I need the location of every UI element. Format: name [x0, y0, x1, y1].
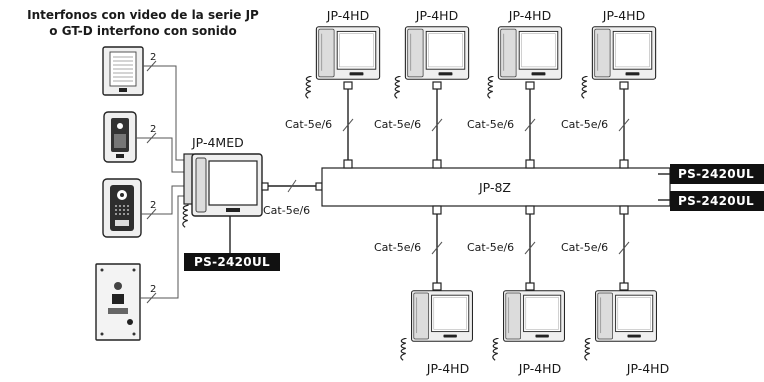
master-handset-cord	[182, 204, 190, 228]
heading-line-1: Interfonos con video de la serie JP	[27, 8, 259, 22]
top-monitor-3: JP-4HD Cat-5e/6	[467, 8, 563, 169]
wire-count-1: 2	[150, 52, 156, 63]
master-label: JP-4MED	[191, 135, 244, 150]
master-station	[183, 153, 263, 217]
hub-unit	[321, 167, 671, 207]
power-supply-hub-1	[670, 164, 764, 184]
top-monitor-1: JP-4HD Cat-5e/6	[285, 8, 381, 169]
door-wire-4	[140, 195, 186, 299]
bottom-monitor-2-cable: Cat-5e/6	[467, 241, 514, 254]
bottom-monitor-3: Cat-5e/6 JP-4HD	[561, 205, 669, 376]
top-monitor-2-label: JP-4HD	[415, 8, 458, 23]
bottom-monitor-3-cable: Cat-5e/6	[561, 241, 608, 254]
wire-count-3: 2	[150, 200, 156, 211]
door-station-4	[95, 263, 141, 341]
power-supply-hub-1-label: PS-2420UL	[678, 167, 754, 181]
power-supply-master	[184, 253, 280, 271]
hub-label: JP-8Z	[478, 180, 511, 195]
bottom-monitor-1-cable: Cat-5e/6	[374, 241, 421, 254]
door-station-1	[102, 46, 144, 96]
top-monitor-3-cable: Cat-5e/6	[467, 118, 514, 131]
bottom-monitor-3-label: JP-4HD	[626, 361, 669, 376]
top-monitor-4-cable: Cat-5e/6	[561, 118, 608, 131]
top-monitor-1-cable: Cat-5e/6	[285, 118, 332, 131]
door-wire-3	[141, 185, 186, 215]
wire-count-2: 2	[150, 124, 156, 135]
top-monitor-4-label: JP-4HD	[602, 8, 645, 23]
top-monitor-4: JP-4HD Cat-5e/6	[561, 8, 657, 169]
power-supply-hub-2-label: PS-2420UL	[678, 194, 754, 208]
top-monitor-3-label: JP-4HD	[508, 8, 551, 23]
master-cable-label: Cat-5e/6	[263, 204, 310, 217]
door-station-3	[102, 178, 142, 238]
power-supply-hub-2	[670, 191, 764, 211]
bottom-monitor-1-label: JP-4HD	[426, 361, 469, 376]
bottom-monitor-1: Cat-5e/6 JP-4HD	[374, 205, 474, 376]
door-station-2	[103, 111, 137, 163]
top-monitor-2-cable: Cat-5e/6	[374, 118, 421, 131]
top-monitor-1-label: JP-4HD	[326, 8, 369, 23]
wire-count-4: 2	[150, 284, 156, 295]
power-supply-master-label: PS-2420UL	[194, 255, 270, 269]
bottom-monitor-2: Cat-5e/6 JP-4HD	[467, 205, 566, 376]
door-wire-1	[143, 65, 186, 161]
door-wire-2	[136, 137, 186, 173]
bottom-monitor-2-label: JP-4HD	[518, 361, 561, 376]
heading-line-2: o GT-D interfono con sonido	[49, 24, 236, 38]
top-monitor-2: JP-4HD Cat-5e/6	[374, 8, 470, 169]
